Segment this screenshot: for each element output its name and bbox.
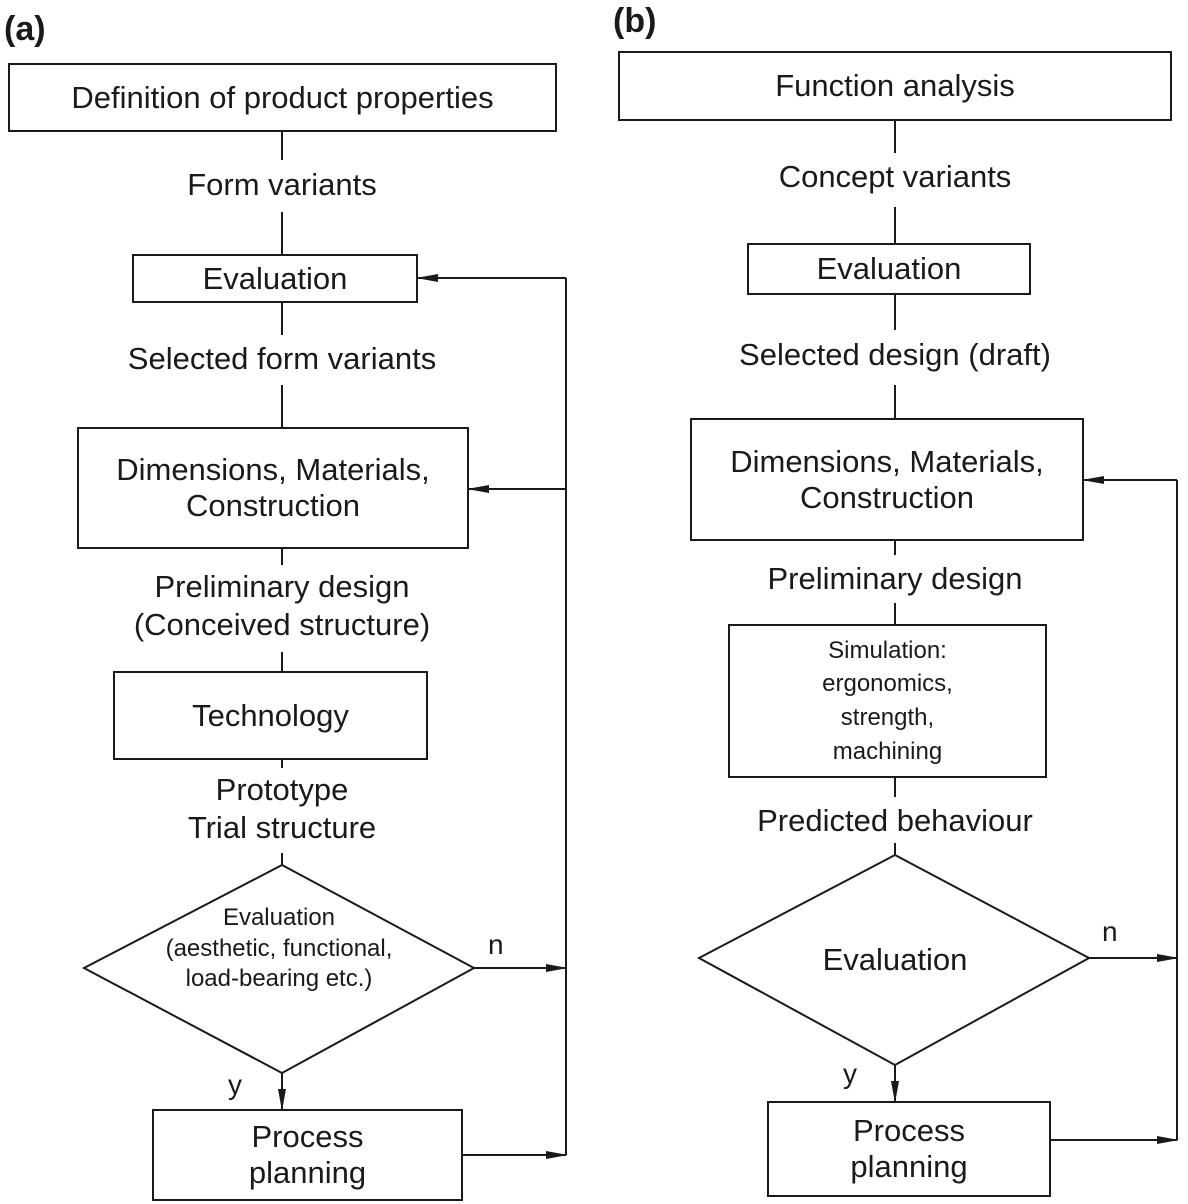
process-box-label: Evaluation [816, 251, 962, 286]
panel-a-label: (a) [4, 10, 46, 48]
branch-label-yes: y [228, 1069, 242, 1100]
flow-label-predicted-behaviour: Predicted behaviour [757, 803, 1033, 838]
decision-diamond-a [81, 863, 477, 1075]
process-box-label: Process planning [850, 1113, 968, 1184]
flow-label-concept-variants: Concept variants [778, 159, 1012, 194]
process-box-label: Evaluation [202, 260, 348, 296]
flow-label-selected-form-variants: Selected form variants [127, 341, 437, 376]
panel-b-label: (b) [613, 2, 657, 40]
process-box-evaluation: Evaluation [747, 243, 1031, 295]
process-box-dimensions: Dimensions, Materials, Construction [690, 418, 1084, 541]
process-box-dimensions: Dimensions, Materials, Construction [77, 427, 469, 549]
process-box-label: Dimensions, Materials, Construction [116, 452, 430, 523]
process-box-label: Definition of product properties [71, 79, 494, 115]
flow-label-preliminary-design: Preliminary design (Conceived structure) [133, 569, 431, 642]
process-box-label: Simulation: ergonomics, strength, machin… [822, 636, 953, 765]
flow-label-preliminary-design: Preliminary design [767, 561, 1023, 596]
flow-label-prototype: Prototype Trial structure [187, 772, 377, 845]
decision-label-evaluation: Evaluation (aesthetic, functional, load-… [165, 904, 393, 993]
decision-diamond-b [696, 853, 1092, 1067]
process-box-process-planning: Process planning [767, 1101, 1051, 1197]
flow-label-selected-design: Selected design (draft) [739, 337, 1051, 372]
process-box-process-planning: Process planning [152, 1109, 463, 1201]
process-box-simulation: Simulation: ergonomics, strength, machin… [728, 624, 1047, 778]
process-box-label: Process planning [248, 1119, 367, 1190]
decision-label-evaluation: Evaluation [822, 942, 968, 977]
flow-label-form-variants: Form variants [187, 167, 377, 202]
branch-label-no: n [1102, 916, 1118, 947]
branch-label-yes: y [843, 1058, 857, 1089]
branch-label-no: n [488, 929, 504, 960]
process-box-label: Function analysis [775, 68, 1015, 103]
process-box-product-properties: Definition of product properties [8, 63, 557, 132]
process-box-label: Technology [192, 697, 349, 733]
process-box-label: Dimensions, Materials, Construction [730, 443, 1044, 515]
process-box-technology: Technology [113, 671, 428, 760]
process-box-evaluation: Evaluation [132, 254, 418, 303]
process-box-function-analysis: Function analysis [618, 51, 1172, 121]
